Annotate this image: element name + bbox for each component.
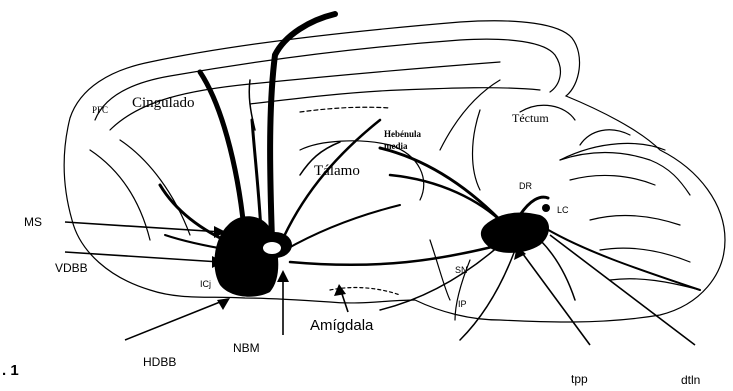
- label-nbm: NBM: [233, 342, 260, 354]
- septal-highlight: [263, 242, 281, 254]
- label-cingulado: Cingulado: [132, 96, 195, 111]
- brain-outline: [64, 21, 725, 322]
- label-pfc: PFC: [92, 106, 108, 115]
- pointer-lines: [65, 222, 695, 345]
- label-sn: SN: [455, 266, 468, 275]
- label-dr: DR: [519, 182, 532, 191]
- label-ms: MS: [24, 216, 42, 228]
- label-vdbb: VDBB: [55, 262, 88, 274]
- label-ici: ICj: [200, 280, 211, 289]
- label-habenula: Hebénula: [384, 130, 421, 139]
- label-ip: IP: [458, 300, 467, 309]
- label-lc: LC: [557, 206, 569, 215]
- label-talamo: Tálamo: [314, 164, 360, 179]
- label-tectum: Téctum: [512, 112, 549, 124]
- brainstem-nucleus: [481, 212, 549, 252]
- label-hdbb: HDBB: [143, 356, 176, 368]
- label-tpp: tpp: [571, 373, 588, 385]
- label-habenula-2: media: [384, 142, 408, 151]
- label-amigdala: Amígdala: [310, 318, 373, 333]
- figure-number: . 1: [2, 363, 19, 378]
- lc-nucleus: [542, 204, 550, 212]
- label-dtln: dtln: [681, 374, 700, 386]
